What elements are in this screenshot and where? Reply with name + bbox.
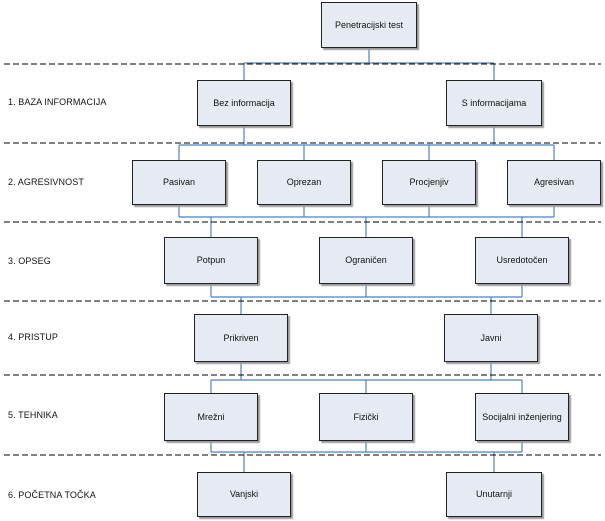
node-level1-1: S informacijama <box>446 80 542 126</box>
node-level6-1: Unutarnji <box>446 472 542 517</box>
node-level3-1: Ograničen <box>319 237 413 284</box>
node-level4-0: Prikriven <box>194 314 288 362</box>
level-label-1: 1. BAZA INFORMACIJA <box>8 97 107 107</box>
node-level2-0: Pasivan <box>132 160 226 205</box>
node-level2-1: Oprezan <box>257 160 351 205</box>
level-label-3: 3. OPSEG <box>8 256 51 266</box>
node-level5-0: Mrežni <box>164 393 258 441</box>
level-label-2: 2. AGRESIVNOST <box>8 177 84 187</box>
node-level1-0: Bez informacija <box>197 80 291 126</box>
level-label-4: 4. PRISTUP <box>8 332 59 342</box>
node-level3-0: Potpun <box>164 237 258 284</box>
node-level2-2: Procjenjiv <box>382 160 476 205</box>
level-label-6: 6. POČETNA TOČKA <box>8 490 96 500</box>
node-level3-2: Usredotočen <box>475 237 569 284</box>
level-label-5: 5. TEHNIKA <box>8 410 58 420</box>
node-level4-1: Javni <box>444 314 538 362</box>
node-root: Penetracijski test <box>321 2 417 48</box>
node-level2-3: Agresivan <box>507 160 601 205</box>
node-level5-2: Socijalni inženjering <box>475 393 569 441</box>
node-level5-1: Fizički <box>319 393 413 441</box>
node-level6-0: Vanjski <box>197 472 291 517</box>
